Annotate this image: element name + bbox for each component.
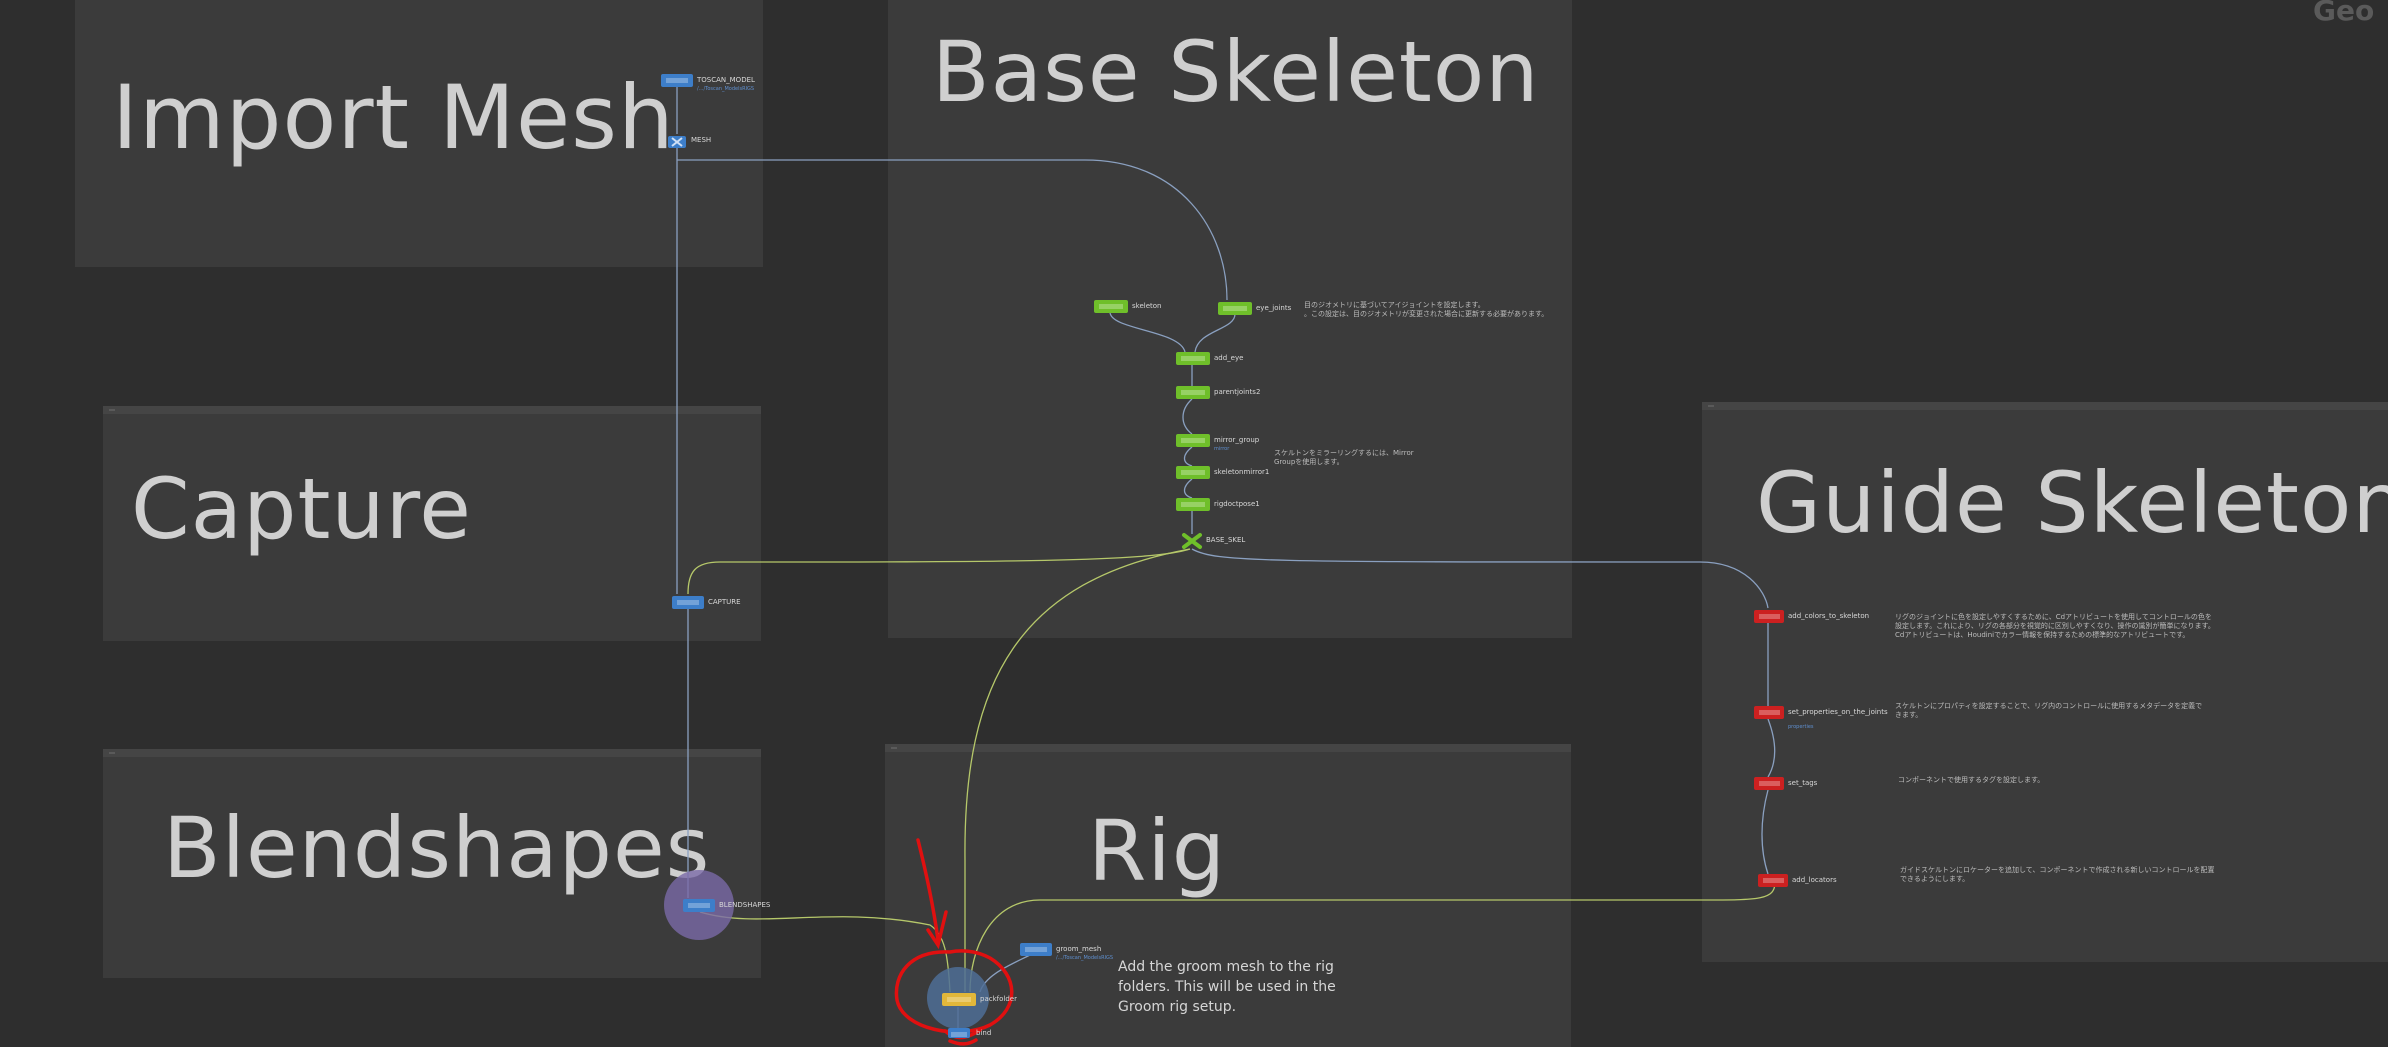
node-label: add_locators bbox=[1792, 876, 1837, 884]
note-groom-mesh[interactable]: Add the groom mesh to the rig folders. T… bbox=[1118, 959, 1336, 1015]
box-title-rig: Rig bbox=[1088, 802, 1227, 900]
node-label: skeleton bbox=[1132, 302, 1162, 310]
node-label: packfolder bbox=[980, 995, 1017, 1003]
wrangle-node-icon bbox=[1754, 610, 1784, 623]
wire-guide-chain-3 bbox=[1761, 789, 1769, 875]
skeleton-node-icon bbox=[1094, 300, 1128, 313]
file-node-icon bbox=[1020, 943, 1052, 956]
network-context-label: Geo bbox=[2313, 0, 2375, 27]
node-label: parentjoints2 bbox=[1214, 388, 1261, 396]
network-box-rig[interactable]: Rig bbox=[885, 744, 1571, 1047]
node-sublabel: properties bbox=[1788, 724, 1814, 730]
node-label: add_eye bbox=[1214, 354, 1244, 362]
network-box-blendshapes[interactable]: Blendshapes bbox=[103, 749, 761, 978]
box-title-capture: Capture bbox=[131, 460, 472, 558]
box-title-guide-skeleton: Guide Skeleton bbox=[1756, 454, 2388, 552]
node-label: eye_joints bbox=[1256, 304, 1292, 312]
note-mirror[interactable]: スケルトンをミラーリングするには、Mirror Groupを使用します。 bbox=[1274, 449, 1414, 466]
node-label: add_colors_to_skeleton bbox=[1788, 612, 1870, 620]
bind-node-icon bbox=[948, 1028, 970, 1038]
packfolder-node-icon bbox=[942, 993, 976, 1006]
node-label: TOSCAN_MODEL bbox=[697, 76, 755, 84]
merge-node-icon bbox=[1176, 352, 1210, 365]
node-label: set_tags bbox=[1788, 779, 1818, 787]
node-label: CAPTURE bbox=[708, 598, 741, 606]
wire-eye-joints-to-add-eye bbox=[1194, 313, 1236, 353]
network-box-guide-skeleton[interactable]: Guide Skeleton bbox=[1702, 402, 2388, 962]
note-set-properties[interactable]: スケルトンにプロパティを設定することで、リグ内のコントロールに使用するメタデータ… bbox=[1895, 702, 2203, 719]
wrangle-node-icon bbox=[1758, 874, 1788, 887]
node-label: groom_mesh bbox=[1056, 945, 1102, 953]
file-node-icon bbox=[661, 74, 693, 87]
wrangle-node-icon bbox=[1754, 777, 1784, 790]
box-title-import-mesh: Import Mesh bbox=[112, 66, 675, 169]
box-header-capture[interactable] bbox=[103, 406, 761, 414]
subnet-node-icon bbox=[672, 596, 704, 609]
subnet-node-icon bbox=[683, 899, 715, 912]
node-label: mirror_group bbox=[1214, 436, 1260, 444]
wire-guide-chain-2 bbox=[1767, 718, 1776, 778]
wire-baseskel-to-guide bbox=[1191, 548, 1769, 609]
box-title-blendshapes: Blendshapes bbox=[163, 799, 711, 897]
node-label: rigdoctpose1 bbox=[1214, 500, 1260, 508]
null-node-icon bbox=[668, 136, 686, 148]
note-eye-joints[interactable]: 目のジオメトリに基づいてアイジョイントを設定します。 。この設定は、目のジオメト… bbox=[1304, 301, 1549, 318]
node-sublabel: /.../Toscan_ModelsRIGS bbox=[1056, 955, 1114, 961]
group-node-icon bbox=[1176, 434, 1210, 447]
attribwrangle-node-icon bbox=[1218, 302, 1252, 315]
rigdoctpose-node-icon bbox=[1176, 498, 1210, 511]
node-base-skel[interactable]: BASE_SKEL bbox=[1180, 532, 1245, 554]
note-add-locators[interactable]: ガイドスケルトンにロケーターを追加して、コンポーネントで作成される新しいコントロ… bbox=[1900, 866, 2215, 883]
node-label: BASE_SKEL bbox=[1206, 536, 1246, 544]
node-label: set_properties_on_the_joints bbox=[1788, 708, 1888, 716]
wire-mesh-to-eye-joints bbox=[677, 159, 1228, 301]
box-header-blendshapes[interactable] bbox=[103, 749, 761, 757]
network-box-import-mesh[interactable]: Import Mesh bbox=[75, 0, 763, 267]
network-box-capture[interactable]: Capture bbox=[103, 406, 761, 641]
wire-skeleton-to-add-eye bbox=[1109, 311, 1186, 353]
note-add-colors[interactable]: リグのジョイントに色を設定しやすくするために、Cdアトリビュートを使用してコント… bbox=[1895, 613, 2215, 639]
box-title-base-skeleton: Base Skeleton bbox=[932, 23, 1540, 121]
wire-baseskel-to-packfolder bbox=[964, 548, 1191, 992]
node-label: MESH bbox=[691, 136, 712, 144]
wrangle-node-icon bbox=[1754, 706, 1784, 719]
null-output-icon bbox=[1182, 533, 1202, 549]
wire-mirror-chain bbox=[1183, 446, 1193, 467]
node-sublabel: /.../Toscan_ModelsRIGS bbox=[697, 86, 755, 92]
parentjoints-node-icon bbox=[1176, 386, 1210, 399]
wire-parent-chain bbox=[1182, 398, 1193, 435]
wire-locators-to-packfolder bbox=[969, 881, 1776, 993]
box-header-guide-skeleton[interactable] bbox=[1702, 402, 2388, 410]
node-sublabel: mirror bbox=[1214, 446, 1230, 452]
wire-blendshapes-to-packfolder bbox=[699, 911, 951, 993]
note-set-tags[interactable]: コンポーネントで使用するタグを設定します。 bbox=[1898, 776, 2045, 784]
wire-baseskel-to-capture bbox=[687, 548, 1191, 595]
node-label: skeletonmirror1 bbox=[1214, 468, 1270, 476]
network-box-base-skeleton[interactable]: Base Skeleton bbox=[888, 0, 1572, 638]
node-label: bind bbox=[976, 1029, 992, 1037]
wire-mirror1-chain bbox=[1183, 478, 1193, 499]
node-label: BLENDSHAPES bbox=[719, 901, 771, 909]
node-mesh[interactable]: MESH bbox=[665, 134, 711, 154]
box-header-rig[interactable] bbox=[885, 744, 1571, 752]
skeletonmirror-node-icon bbox=[1176, 466, 1210, 479]
